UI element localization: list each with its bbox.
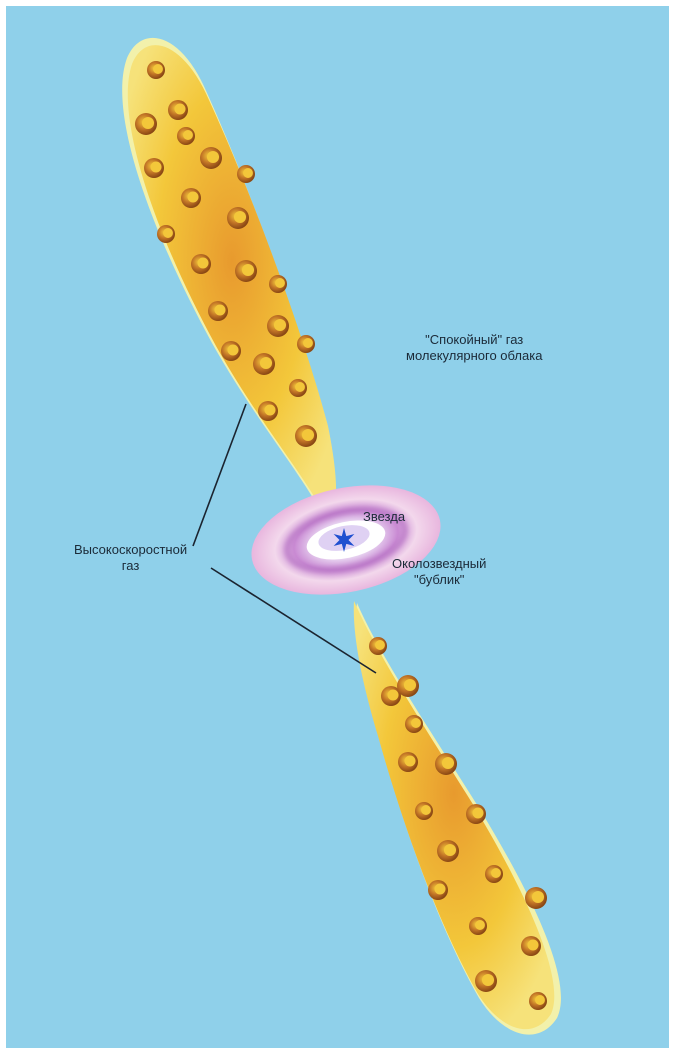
- star-label: Звезда: [363, 509, 405, 525]
- gas-clump-highlight: [260, 357, 272, 369]
- gas-clump-highlight: [295, 382, 305, 392]
- upper-jet-lobe: [128, 45, 336, 526]
- gas-clump-highlight: [207, 151, 219, 163]
- quiet-gas-label: "Спокойный" газ молекулярного облака: [406, 332, 542, 364]
- gas-clump-highlight: [532, 891, 544, 903]
- gas-clump-highlight: [482, 974, 494, 986]
- gas-clump-highlight: [473, 808, 484, 819]
- gas-clump-highlight: [175, 104, 186, 115]
- outflow-illustration: [6, 6, 669, 1048]
- gas-clump-highlight: [302, 429, 314, 441]
- gas-clump-highlight: [528, 940, 539, 951]
- gas-clump-highlight: [435, 884, 446, 895]
- gas-clump-highlight: [411, 718, 421, 728]
- gas-clump-highlight: [243, 168, 253, 178]
- gas-clump-highlight: [153, 64, 163, 74]
- gas-clump-highlight: [234, 211, 246, 223]
- gas-clump-highlight: [444, 844, 456, 856]
- gas-clump-highlight: [274, 319, 286, 331]
- gas-clump-highlight: [163, 228, 173, 238]
- gas-clump-highlight: [183, 130, 193, 140]
- gas-clump-highlight: [388, 690, 399, 701]
- leader-line-upper: [193, 404, 246, 546]
- gas-clump-highlight: [198, 258, 209, 269]
- gas-clump-highlight: [242, 264, 254, 276]
- gas-clump-highlight: [475, 920, 485, 930]
- gas-clump-highlight: [535, 995, 545, 1005]
- gas-clump-highlight: [215, 305, 226, 316]
- circumstellar-torus-label: Околозвездный "бублик": [392, 556, 486, 588]
- gas-clump-highlight: [405, 756, 416, 767]
- gas-clump-highlight: [404, 679, 416, 691]
- gas-clump-highlight: [228, 345, 239, 356]
- gas-clump-highlight: [491, 868, 501, 878]
- gas-clump-highlight: [421, 805, 431, 815]
- gas-clump-highlight: [265, 405, 276, 416]
- gas-clump-highlight: [275, 278, 285, 288]
- gas-clump-highlight: [303, 338, 313, 348]
- gas-clump-highlight: [375, 640, 385, 650]
- gas-clump-highlight: [188, 192, 199, 203]
- lower-jet-lobe: [354, 601, 555, 1029]
- gas-clump-highlight: [151, 162, 162, 173]
- gas-clump-highlight: [442, 757, 454, 769]
- diagram-canvas: "Спокойный" газ молекулярного облака Выс…: [6, 6, 669, 1048]
- gas-clump-highlight: [142, 117, 154, 129]
- high-velocity-gas-label: Высокоскоростной газ: [74, 542, 187, 574]
